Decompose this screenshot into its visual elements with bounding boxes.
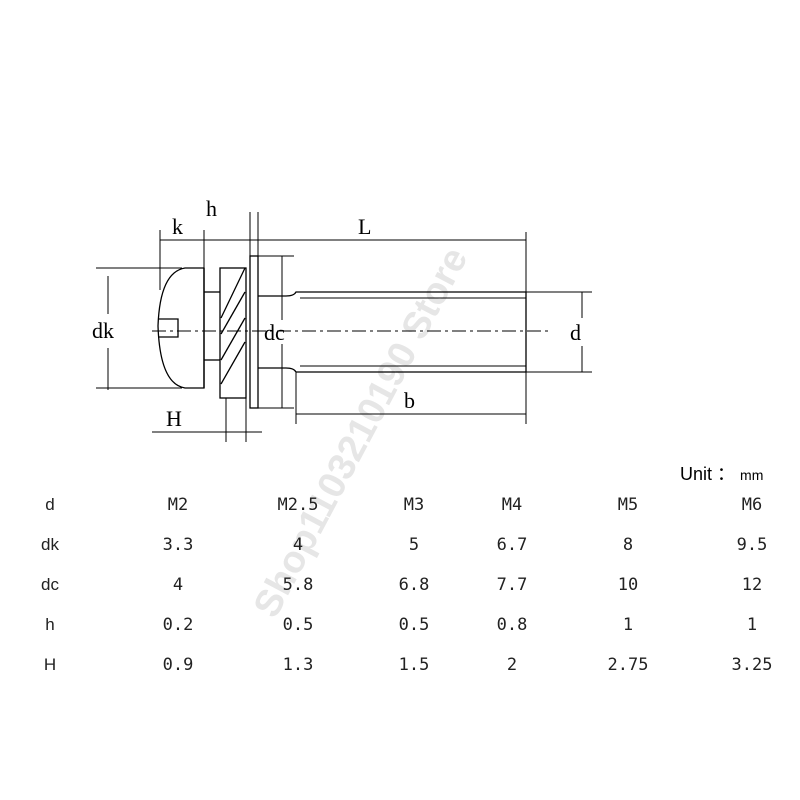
table-cell: 1 (622, 615, 634, 635)
label-k: k (172, 214, 183, 239)
dimension-b: b (295, 372, 527, 424)
table-row: H 0.9 1.3 1.5 2 2.75 3.25 (0, 655, 800, 685)
table-cell: 0.2 (162, 615, 194, 635)
unit-value: mm (740, 467, 764, 483)
flat-washer (249, 255, 259, 409)
table-cell: M4 (501, 495, 523, 515)
table-cell: 2 (506, 655, 518, 675)
table-cell: 6.8 (398, 575, 430, 595)
table-cell: 8 (622, 535, 634, 555)
table-cell: M6 (741, 495, 763, 515)
dimension-h: h (204, 196, 272, 258)
label-H: H (166, 406, 182, 431)
head-neck (204, 291, 220, 361)
unit-separator: ： (717, 464, 736, 484)
table-cell: 1.5 (398, 655, 430, 675)
row-header: h (45, 615, 55, 634)
dimension-H: H (152, 398, 262, 442)
table-cell: 4 (292, 535, 304, 555)
table-cell: 5.8 (282, 575, 314, 595)
row-header: dk (41, 535, 59, 554)
label-dk: dk (92, 318, 114, 343)
table-cell: 1 (746, 615, 758, 635)
table-cell: 9.5 (736, 535, 768, 555)
table-row: h 0.2 0.5 0.5 0.8 1 1 (0, 615, 800, 645)
table-row: dc 4 5.8 6.8 7.7 10 12 (0, 575, 800, 605)
table-cell: 0.9 (162, 655, 194, 675)
table-cell: 12 (741, 575, 763, 595)
row-header: dc (41, 575, 59, 594)
table-cell: M2.5 (277, 495, 319, 515)
dimension-k: k (159, 214, 205, 290)
table-cell: 0.5 (282, 615, 314, 635)
label-b: b (404, 388, 415, 413)
table-cell: 4 (172, 575, 184, 595)
table-cell: 6.7 (496, 535, 528, 555)
table-cell: 10 (617, 575, 639, 595)
table-cell: 0.5 (398, 615, 430, 635)
table-cell: 5 (408, 535, 420, 555)
table-row: dk 3.3 4 5 6.7 8 9.5 (0, 535, 800, 565)
dimension-d: d (526, 291, 592, 373)
unit-label: Unit ： mm (680, 460, 763, 486)
table-cell: 3.25 (731, 655, 773, 675)
table-cell: 0.8 (496, 615, 528, 635)
dimension-L: L (258, 214, 527, 294)
spring-washer (219, 267, 247, 399)
dimension-dk: dk (92, 267, 182, 390)
screw-head (157, 267, 205, 389)
label-L: L (358, 214, 371, 239)
dimension-dc: dc (258, 255, 294, 409)
table-row: d M2 M2.5 M3 M4 M5 M6 (0, 495, 800, 525)
table-cell: 7.7 (496, 575, 528, 595)
label-d: d (570, 320, 581, 345)
table-cell: M2 (167, 495, 189, 515)
label-dc: dc (264, 320, 285, 345)
table-cell: 3.3 (162, 535, 194, 555)
row-header: H (43, 655, 57, 674)
unit-prefix: Unit (680, 464, 713, 484)
label-h: h (206, 196, 217, 221)
row-header: d (45, 495, 55, 514)
table-cell: M3 (403, 495, 425, 515)
table-cell: 2.75 (607, 655, 649, 675)
screw-shank (258, 291, 527, 373)
table-cell: M5 (617, 495, 639, 515)
table-cell: 1.3 (282, 655, 314, 675)
